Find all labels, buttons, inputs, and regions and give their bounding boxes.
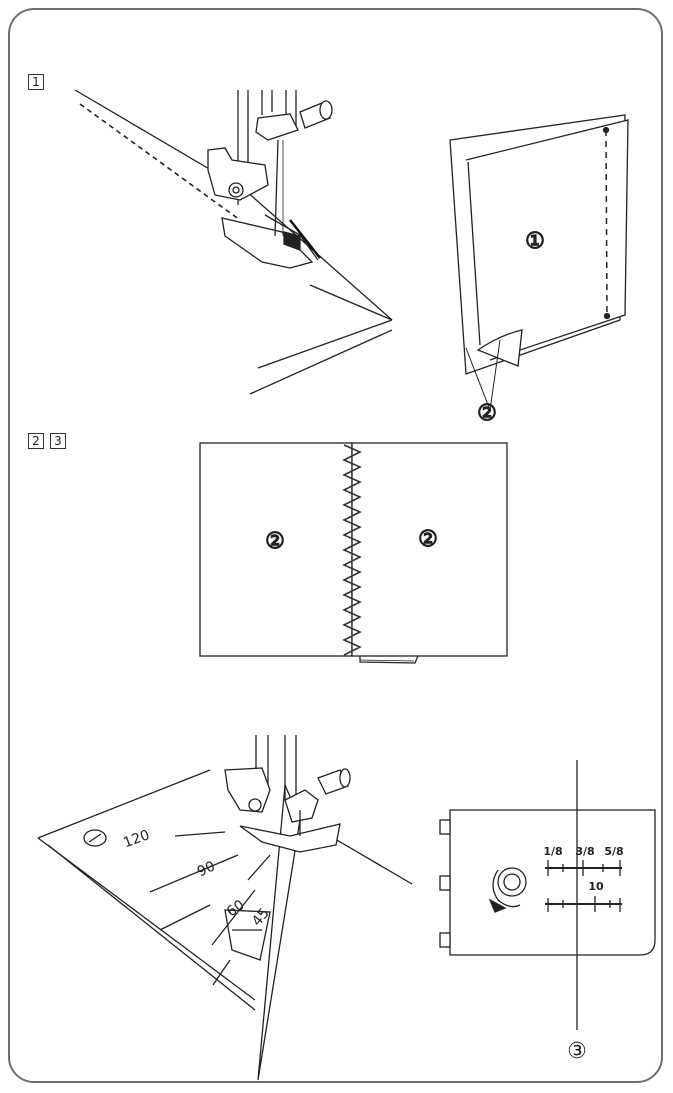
figure-1-folded-fabric: ① ② xyxy=(449,114,629,427)
figure-3-needle-plate: 120 90 60 45 xyxy=(37,735,413,1081)
step-3-box: 3 xyxy=(50,433,66,449)
callout-2-label-top: ② xyxy=(477,401,497,426)
figure-1-sewing xyxy=(74,89,393,395)
guide-90-label: 90 xyxy=(195,858,218,880)
callout-2-label-right: ② xyxy=(418,527,438,552)
callout-3-label: ③ xyxy=(567,1039,587,1064)
thread-spool-knob-icon xyxy=(319,100,333,120)
sewing-machine-presser-foot-icon xyxy=(339,768,351,788)
guide-120-label: 120 xyxy=(121,827,152,851)
seam-guide-10-label: 10 xyxy=(588,880,604,893)
seam-guide-3-8-label: 3/8 xyxy=(575,845,594,858)
figure-2-seam: ② ② xyxy=(199,442,508,664)
page-frame xyxy=(8,8,663,1083)
callout-1-label: ① xyxy=(525,229,545,254)
step-1-box: 1 xyxy=(28,74,44,90)
seam-guide-5-8-label: 5/8 xyxy=(604,845,623,858)
zigzag-stitch xyxy=(342,444,362,656)
callout-2-label-left: ② xyxy=(265,529,285,554)
figure-3-seam-guide: 1/8 3/8 5/8 10 ③ xyxy=(439,760,656,1064)
step-2-box: 2 xyxy=(28,433,44,449)
seam-guide-1-8-label: 1/8 xyxy=(543,845,562,858)
